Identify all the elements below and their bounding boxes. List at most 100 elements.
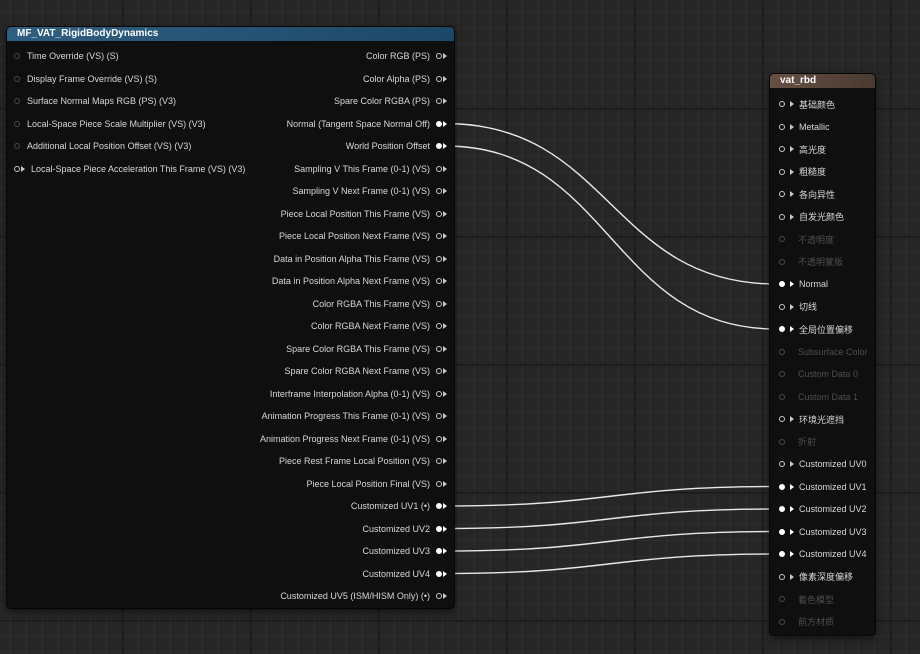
connection-wire[interactable] [444,553,777,575]
input-pin-icon[interactable] [779,483,785,490]
input-pin-row[interactable]: 基础颜色 [779,94,835,114]
connection-wire[interactable] [444,122,777,285]
output-pin-row[interactable]: World Position Offset [346,136,447,156]
output-pin-icon[interactable] [436,165,442,172]
output-pin-icon[interactable] [436,188,442,194]
input-pin-icon[interactable] [779,258,785,265]
input-pin-icon[interactable] [779,281,785,287]
output-pin-icon[interactable] [436,255,442,262]
input-pin-row[interactable]: 环境光遮挡 [779,409,844,429]
input-pin-icon[interactable] [779,438,785,445]
output-pin-row[interactable]: Customized UV2 [362,519,447,539]
output-pin-row[interactable]: Customized UV4 [362,564,447,584]
input-pin-row[interactable]: 各向异性 [779,184,835,204]
input-pin-icon[interactable] [779,326,785,332]
input-pin-icon[interactable] [779,506,785,512]
output-pin-icon[interactable] [436,458,442,464]
input-pin-icon[interactable] [779,596,785,602]
output-pin-icon[interactable] [436,593,442,599]
input-pin-icon[interactable] [14,98,20,104]
output-pin-icon[interactable] [436,503,442,509]
output-pin-row[interactable]: Data in Position Alpha This Frame (VS) [274,249,447,269]
output-pin-row[interactable]: Spare Color RGBA (PS) [334,91,447,111]
output-pin-row[interactable]: Piece Rest Frame Local Position (VS) [279,451,447,471]
output-pin-icon[interactable] [436,210,442,217]
output-pin-row[interactable]: Sampling V This Frame (0-1) (VS) [294,159,447,179]
output-pin-row[interactable]: Spare Color RGBA This Frame (VS) [286,339,447,359]
input-pin-row[interactable]: 全局位置偏移 [779,319,853,339]
input-pin-row[interactable]: 高光度 [779,139,826,159]
input-pin-row[interactable]: Custom Data 0 [779,364,858,384]
input-pin-icon[interactable] [779,348,785,355]
output-pin-icon[interactable] [436,548,442,554]
input-pin-row[interactable]: Display Frame Override (VS) (S) [14,69,157,89]
input-pin-icon[interactable] [779,551,785,557]
input-pin-row[interactable]: Surface Normal Maps RGB (PS) (V3) [14,91,176,111]
connection-wire[interactable] [444,530,777,552]
output-pin-icon[interactable] [436,525,442,532]
output-pin-row[interactable]: Piece Local Position Next Frame (VS) [279,226,447,246]
input-pin-row[interactable]: 自发光颜色 [779,207,844,227]
output-pin-row[interactable]: Animation Progress This Frame (0-1) (VS) [262,406,447,426]
input-pin-icon[interactable] [779,573,785,580]
output-pin-icon[interactable] [436,120,442,127]
input-pin-icon[interactable] [14,165,20,172]
input-pin-icon[interactable] [14,75,20,82]
output-pin-row[interactable]: Piece Local Position This Frame (VS) [281,204,447,224]
function-node-mf-vat-rigidbodydynamics[interactable]: MF_VAT_RigidBodyDynamics Time Override (… [7,27,454,608]
output-pin-icon[interactable] [436,98,442,104]
output-pin-icon[interactable] [436,413,442,419]
input-pin-row[interactable]: 像素深度偏移 [779,567,853,587]
input-pin-row[interactable]: 折射 [779,432,816,452]
input-pin-icon[interactable] [14,143,20,149]
output-pin-icon[interactable] [436,480,442,487]
input-pin-icon[interactable] [14,120,20,127]
output-pin-icon[interactable] [436,233,442,239]
input-pin-row[interactable]: 不透明蒙版 [779,252,843,272]
output-pin-row[interactable]: Normal (Tangent Space Normal Off) [287,114,447,134]
input-pin-row[interactable]: Normal [779,274,828,294]
output-pin-row[interactable]: Color RGBA This Frame (VS) [313,294,447,314]
input-pin-row[interactable]: Local-Space Piece Scale Multiplier (VS) … [14,114,206,134]
input-pin-icon[interactable] [779,618,785,625]
input-pin-icon[interactable] [779,303,785,310]
output-pin-row[interactable]: Customized UV3 [362,541,447,561]
output-pin-icon[interactable] [436,368,442,374]
input-pin-icon[interactable] [779,416,785,422]
input-pin-row[interactable]: Customized UV4 [779,544,867,564]
output-pin-row[interactable]: Color Alpha (PS) [363,69,447,89]
input-pin-row[interactable]: Time Override (VS) (S) [14,46,119,66]
input-pin-icon[interactable] [779,371,785,377]
output-pin-icon[interactable] [436,323,442,329]
input-pin-icon[interactable] [779,123,785,130]
input-pin-row[interactable]: Customized UV0 [779,454,867,474]
output-pin-row[interactable]: Color RGBA Next Frame (VS) [311,316,447,336]
input-pin-row[interactable]: 粗糙度 [779,162,826,182]
output-pin-icon[interactable] [436,75,442,82]
input-pin-row[interactable]: Customized UV2 [779,499,867,519]
output-pin-row[interactable]: Sampling V Next Frame (0-1) (VS) [292,181,447,201]
connection-wire[interactable] [444,145,777,330]
output-pin-icon[interactable] [436,53,442,59]
output-pin-icon[interactable] [436,300,442,307]
output-pin-row[interactable]: Customized UV5 (ISM/HISM Only) (•) [280,586,447,606]
output-pin-icon[interactable] [436,143,442,149]
output-pin-row[interactable]: Color RGB (PS) [366,46,447,66]
connection-wire[interactable] [444,508,777,530]
output-pin-row[interactable]: Animation Progress Next Frame (0-1) (VS) [260,429,447,449]
output-pin-row[interactable]: Data in Position Alpha Next Frame (VS) [272,271,447,291]
input-pin-icon[interactable] [779,191,785,197]
input-pin-row[interactable]: 不透明度 [779,229,834,249]
input-pin-icon[interactable] [779,101,785,107]
input-pin-row[interactable]: Custom Data 1 [779,387,858,407]
input-pin-icon[interactable] [14,53,20,59]
input-pin-row[interactable]: 切线 [779,297,817,317]
input-pin-row[interactable]: 着色模型 [779,589,834,609]
connection-wire[interactable] [444,485,777,507]
input-pin-row[interactable]: Local-Space Piece Acceleration This Fram… [14,159,245,179]
input-pin-icon[interactable] [779,393,785,400]
output-pin-row[interactable]: Interframe Interpolation Alpha (0-1) (VS… [270,384,447,404]
input-pin-icon[interactable] [779,528,785,535]
output-pin-row[interactable]: Spare Color RGBA Next Frame (VS) [284,361,447,381]
